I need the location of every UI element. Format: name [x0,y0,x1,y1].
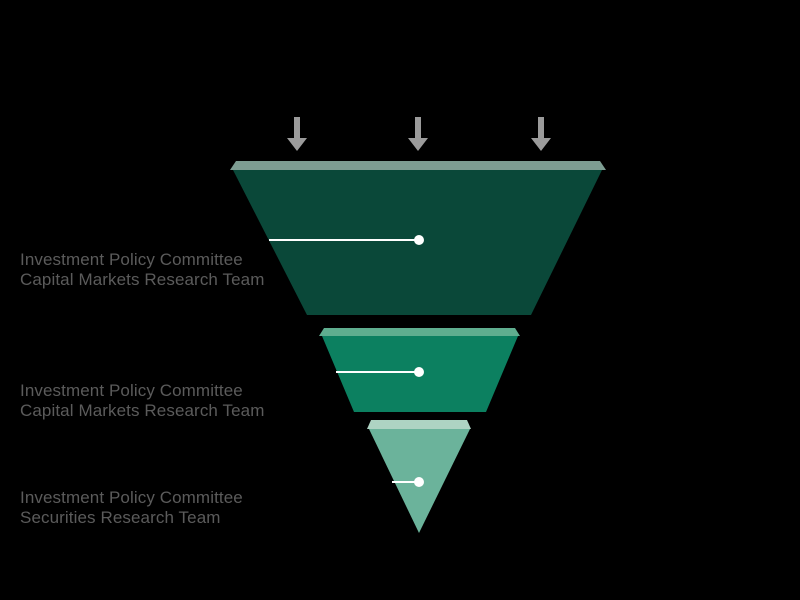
stage-label-1-line-1: Investment Policy Committee [20,250,243,269]
flow-arrows [287,117,551,151]
leader-dot [414,367,424,377]
stage-label-3-line-2: Securities Research Team [20,508,221,527]
stage-label-2-line-1: Investment Policy Committee [20,381,243,400]
funnel-stage-2-top-bevel [319,328,520,336]
down-arrow-icon [287,117,307,151]
down-arrow-icon [531,117,551,151]
down-arrow-icon [408,117,428,151]
stage-label-1: Investment Policy Committee Capital Mark… [20,250,264,290]
funnel-stage-2 [319,328,520,412]
leader-dot [414,235,424,245]
funnel-stage-1-top-bevel [230,161,606,170]
stage-label-3-line-1: Investment Policy Committee [20,488,243,507]
stage-label-1-line-2: Capital Markets Research Team [20,270,265,289]
funnel-stage-3-top-bevel [367,420,471,429]
stage-label-3: Investment Policy Committee Securities R… [20,488,243,528]
funnel-stage-3 [367,420,471,533]
leader-dot [414,477,424,487]
stage-label-2: Investment Policy Committee Capital Mark… [20,381,264,421]
funnel-stage-1 [230,161,606,315]
stage-label-2-line-2: Capital Markets Research Team [20,401,265,420]
